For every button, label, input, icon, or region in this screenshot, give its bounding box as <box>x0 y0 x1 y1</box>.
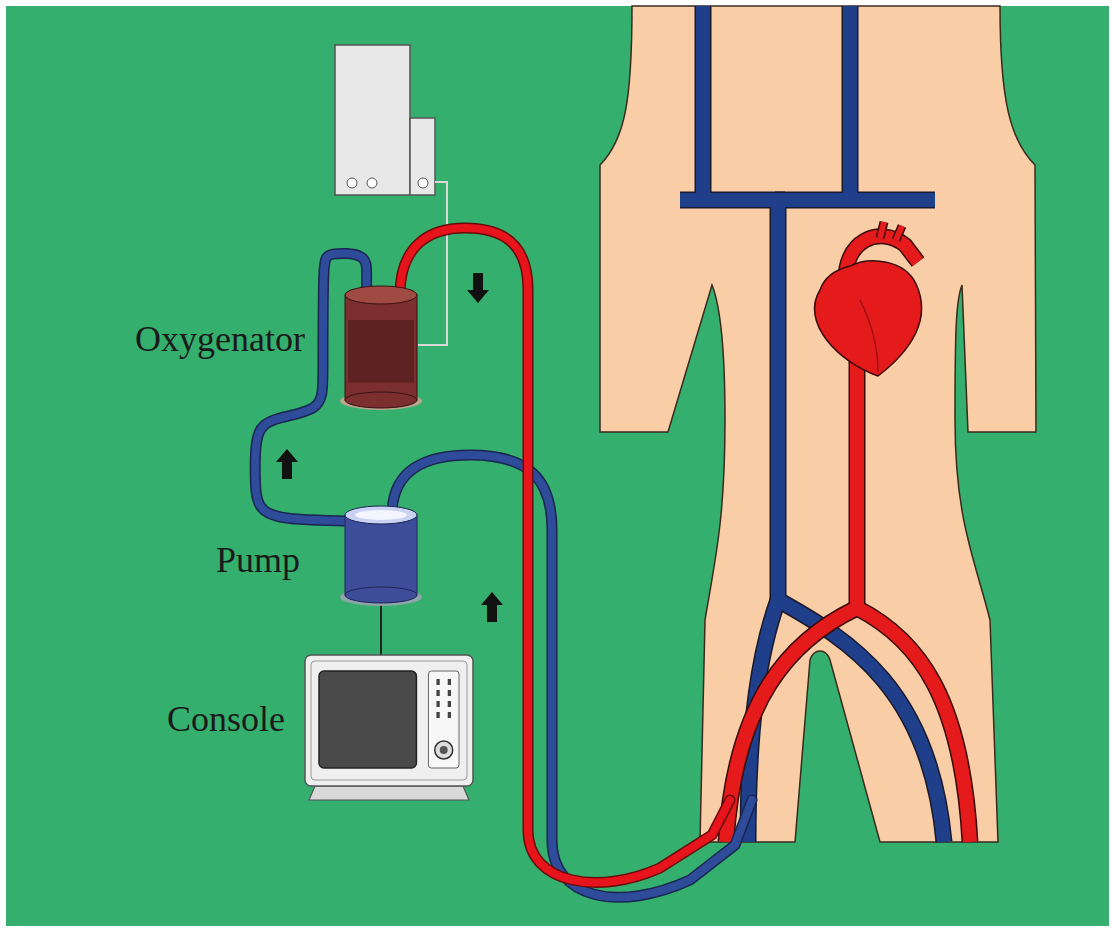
arteries <box>726 340 970 842</box>
part-label-group: Console <box>167 700 285 740</box>
gas-line <box>418 182 447 345</box>
part-label: Oxygenator <box>135 320 305 360</box>
flow-arrow <box>467 273 489 303</box>
console-node: Console <box>305 655 473 800</box>
part-label: Console <box>167 700 285 740</box>
drainage-tube <box>392 455 752 897</box>
pump-shape <box>345 505 417 605</box>
heart <box>814 222 921 376</box>
part-label-group: Pump <box>216 541 300 581</box>
flow-arrow <box>276 449 298 479</box>
oxygenator-node: Oxygenator <box>345 285 417 410</box>
cable-line <box>380 605 382 655</box>
gas-blender <box>335 45 447 345</box>
part-label: Pump <box>216 541 300 581</box>
control-cable <box>381 605 382 655</box>
part-label-group: Oxygenator <box>135 320 305 360</box>
oxygenator-shape <box>345 285 417 410</box>
background <box>6 6 1109 926</box>
pump-node: Pump <box>345 505 417 605</box>
veins <box>680 6 944 842</box>
patient-body <box>600 6 1036 842</box>
console-shape <box>305 655 473 800</box>
flow-arrow <box>481 592 503 622</box>
